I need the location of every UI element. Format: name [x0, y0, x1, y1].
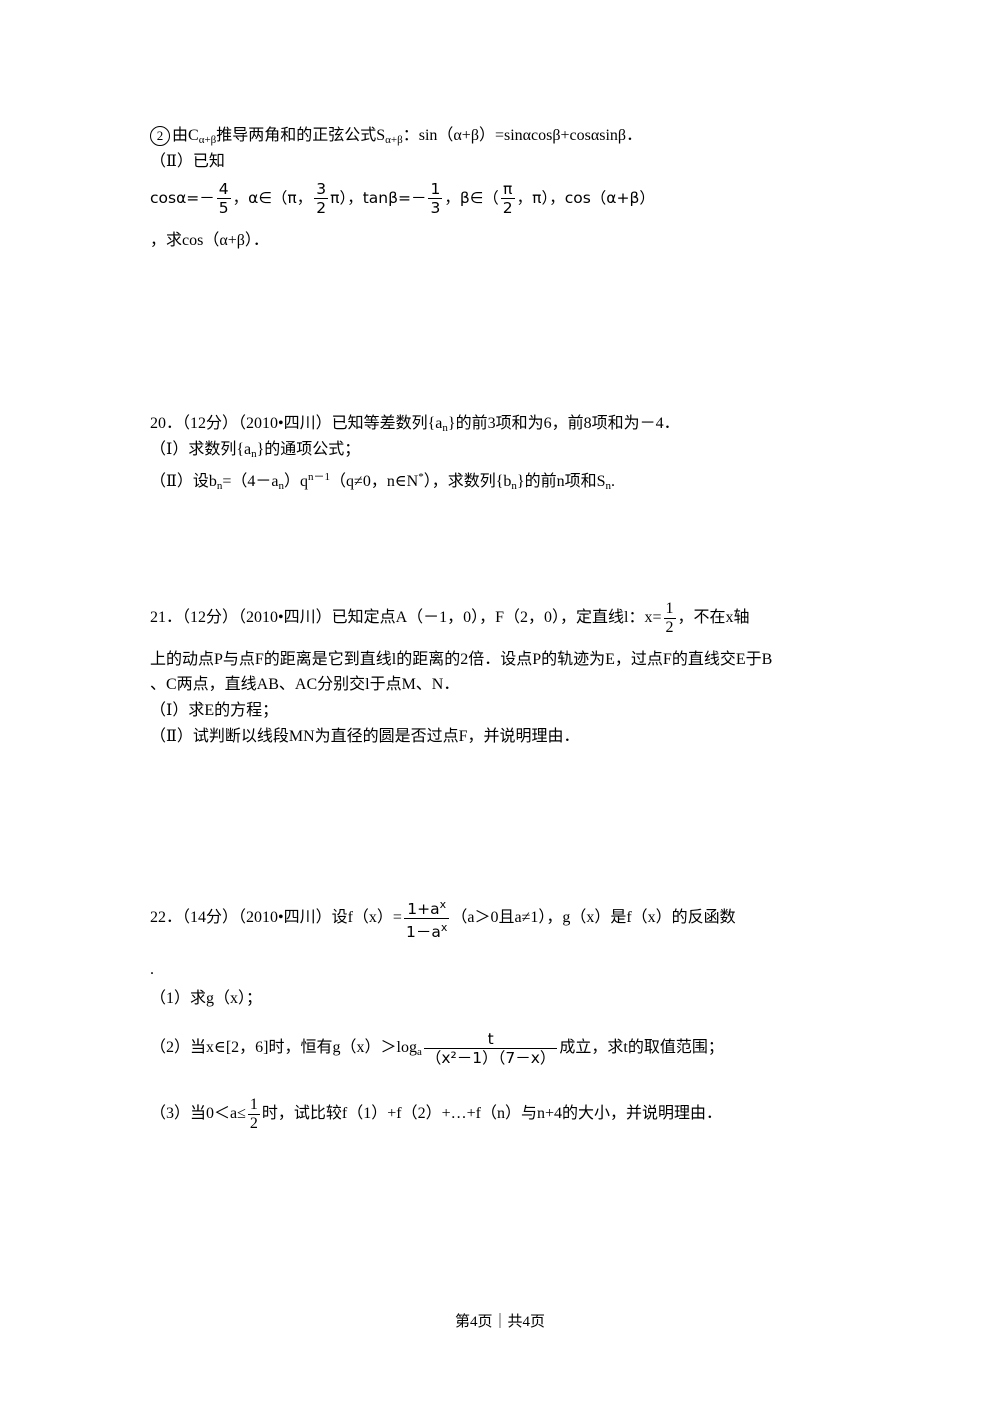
- fraction: t（x²－1）（7－x）: [423, 1029, 558, 1067]
- q21-line-4: （Ⅰ）求E的方程；: [150, 702, 279, 719]
- q19-line-4: ，求cos（α+β）．: [150, 232, 269, 249]
- q21-line-5: （Ⅱ）试判断以线段MN为直径的圆是否过点F，并说明理由．: [150, 728, 580, 745]
- q22-line-3: （1）求g（x）；: [150, 990, 263, 1007]
- circled-two-icon: 2: [150, 126, 170, 146]
- q20-line-3: （Ⅱ）设bn=（4－an）qn－1（q≠0，n∈N*），求数列{bn}的前n项和…: [150, 471, 616, 492]
- q21-line-2: 上的动点P与点F的距离是它到直线l的距离的2倍．设点P的轨迹为E，过点F的直线交…: [150, 651, 773, 668]
- q19-line-2: （Ⅱ）已知: [150, 153, 225, 170]
- q20-line-1: 20．（12分）（2010•四川）已知等差数列{an}的前3项和为6，前8项和为…: [150, 415, 680, 434]
- q22-line-2: .: [150, 961, 154, 978]
- q20-line-2: （Ⅰ）求数列{an}的通项公式；: [150, 441, 361, 460]
- page-footer: 第4页｜共4页: [454, 1314, 545, 1330]
- q21-line-1: 21．（12分）（2010•四川）已知定点A（－1，0），F（2，0），定直线l…: [150, 599, 750, 636]
- q21-line-3: 、C两点，直线AB、AC分别交l于点M、N．: [150, 676, 460, 693]
